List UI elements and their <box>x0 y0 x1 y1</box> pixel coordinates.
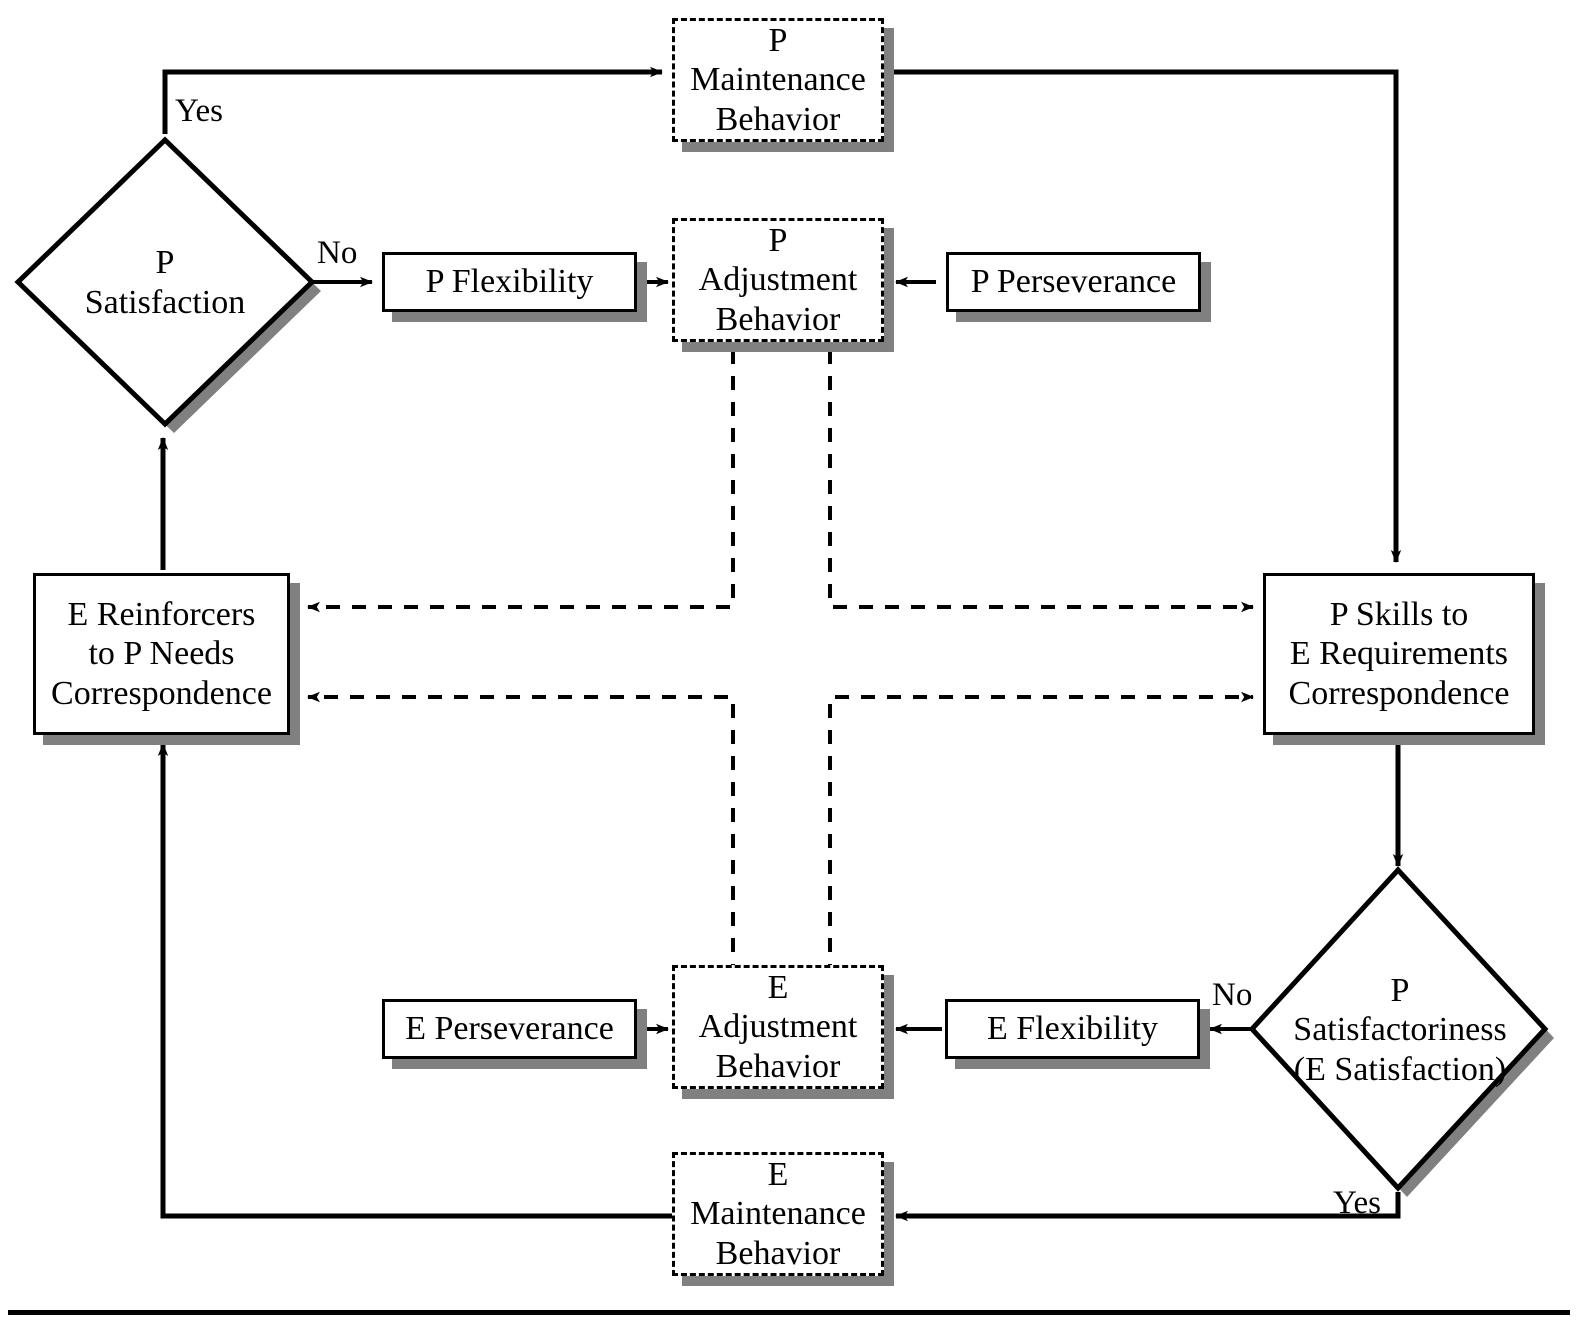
edge-label-p-satisfactoriness-no: No <box>1212 977 1253 1013</box>
p-satisfactoriness-label: P Satisfactoriness (E Satisfaction) <box>1293 971 1507 1088</box>
p-perseverance-node[interactable]: P Perseverance <box>946 252 1201 312</box>
edge-e-adjustment-to-e-reinforcers <box>307 691 735 978</box>
p-satisfaction-diamond <box>14 136 321 433</box>
e-flexibility-node[interactable]: E Flexibility <box>945 999 1200 1059</box>
edge-label-p-satisfactoriness-yes: Yes <box>1333 1185 1382 1221</box>
p-flexibility-node[interactable]: P Flexibility <box>382 252 637 312</box>
edge-p-adjustment-to-p-skills <box>828 350 1254 613</box>
e-reinforcers-node[interactable]: E Reinforcers to P Needs Correspondence <box>33 573 290 735</box>
edge-label-p-satisfaction-yes: Yes <box>175 93 224 129</box>
e-maintenance-behavior-node[interactable]: E Maintenance Behavior <box>672 1152 884 1276</box>
p-satisfactoriness-diamond <box>1248 866 1554 1197</box>
edge-p-satisfaction-yes <box>162 66 663 134</box>
p-adjustment-behavior-node[interactable]: P Adjustment Behavior <box>672 218 884 342</box>
edge-p-maintenance-to-p-skills <box>884 69 1402 563</box>
e-perseverance-node[interactable]: E Perseverance <box>382 999 637 1059</box>
edge-e-adjustment-to-p-skills <box>828 691 1254 978</box>
e-adjustment-behavior-node[interactable]: E Adjustment Behavior <box>672 965 884 1089</box>
edge-p-satisfactoriness-yes <box>895 1192 1401 1222</box>
bottom-divider-rule <box>8 1310 1570 1315</box>
edge-p-adjustment-to-e-reinforcers <box>307 350 735 613</box>
edge-label-p-satisfaction-no: No <box>317 235 358 271</box>
p-skills-node[interactable]: P Skills to E Requirements Correspondenc… <box>1263 573 1535 735</box>
edge-e-maintenance-to-e-reinforcers <box>157 743 672 1219</box>
p-satisfaction-label: P Satisfaction <box>84 244 246 321</box>
p-maintenance-behavior-node[interactable]: P Maintenance Behavior <box>672 18 884 142</box>
